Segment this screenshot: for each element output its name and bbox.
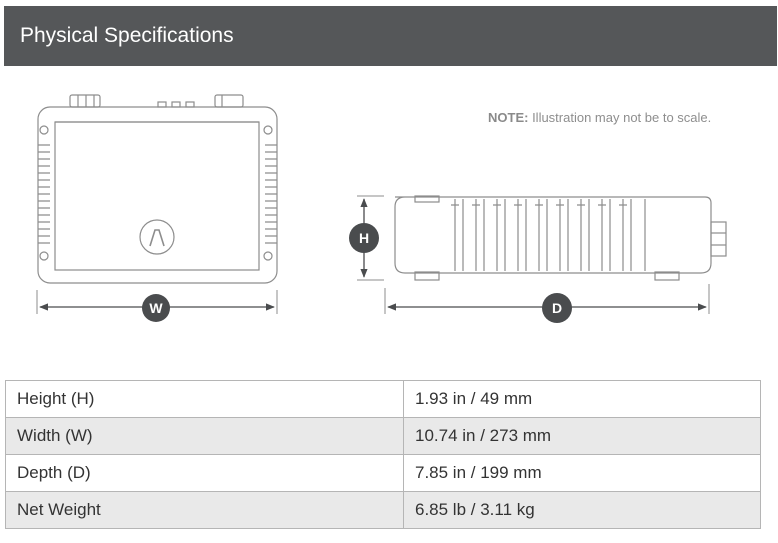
product-dimension-diagram: W H D (36, 94, 727, 323)
table-row: Depth (D) 7.85 in / 199 mm (5, 454, 761, 492)
height-dimension: H (349, 195, 384, 281)
spec-label: Net Weight (5, 491, 404, 529)
amplifier-side-view (394, 195, 727, 281)
table-row: Net Weight 6.85 lb / 3.11 kg (5, 491, 761, 529)
spec-label: Height (H) (5, 380, 404, 418)
section-title: Physical Specifications (20, 24, 234, 47)
section-header: Physical Specifications (4, 6, 777, 66)
note-text: Illustration may not be to scale. (528, 110, 712, 125)
specs-table: Height (H) 1.93 in / 49 mm Width (W) 10.… (5, 380, 761, 529)
table-row: Height (H) 1.93 in / 49 mm (5, 380, 761, 418)
spec-value: 10.74 in / 273 mm (403, 417, 761, 455)
table-row: Width (W) 10.74 in / 273 mm (5, 417, 761, 455)
spec-label: Width (W) (5, 417, 404, 455)
amplifier-top-view (37, 94, 278, 284)
width-dimension: W (36, 290, 278, 322)
spec-value: 6.85 lb / 3.11 kg (403, 491, 761, 529)
width-badge: W (149, 300, 163, 316)
note-label: NOTE: (488, 110, 529, 125)
depth-badge: D (552, 300, 562, 316)
spec-value: 7.85 in / 199 mm (403, 454, 761, 492)
spec-value: 1.93 in / 49 mm (403, 380, 761, 418)
height-badge: H (359, 230, 369, 246)
depth-dimension: D (384, 284, 710, 323)
spec-label: Depth (D) (5, 454, 404, 492)
scale-note: NOTE: Illustration may not be to scale. (488, 110, 711, 125)
